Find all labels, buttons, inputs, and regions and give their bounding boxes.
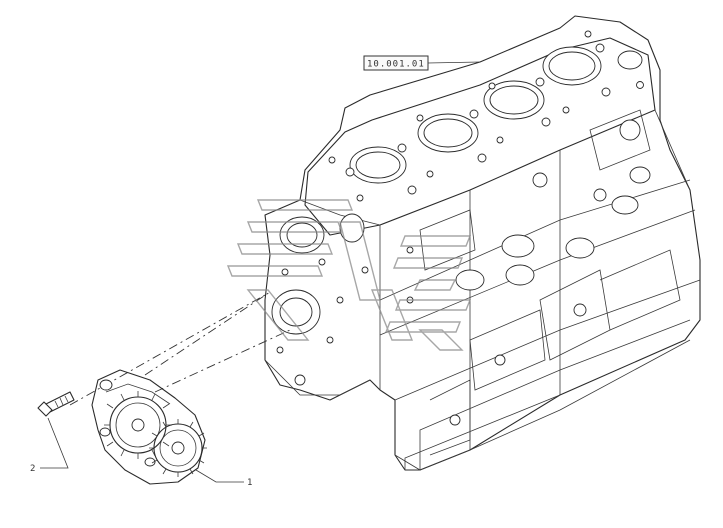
pump-gear-lower bbox=[149, 419, 207, 477]
bolt[interactable] bbox=[37, 391, 75, 417]
reference-box-text: 10.001.01 bbox=[367, 60, 425, 70]
reference-box[interactable]: 10.001.01 bbox=[363, 55, 481, 71]
callout-bolt-label: 2 bbox=[30, 464, 36, 474]
engine-block bbox=[264, 15, 701, 471]
callout-oil-pump-label: 1 bbox=[247, 478, 253, 488]
assembly-lines bbox=[69, 291, 291, 406]
watermark-logo-icon bbox=[226, 199, 472, 351]
oil-pump[interactable] bbox=[91, 369, 207, 485]
callout-oil-pump[interactable]: 1 bbox=[195, 469, 253, 488]
callout-bolt[interactable]: 2 bbox=[30, 417, 69, 474]
pump-gear-upper bbox=[104, 391, 172, 459]
